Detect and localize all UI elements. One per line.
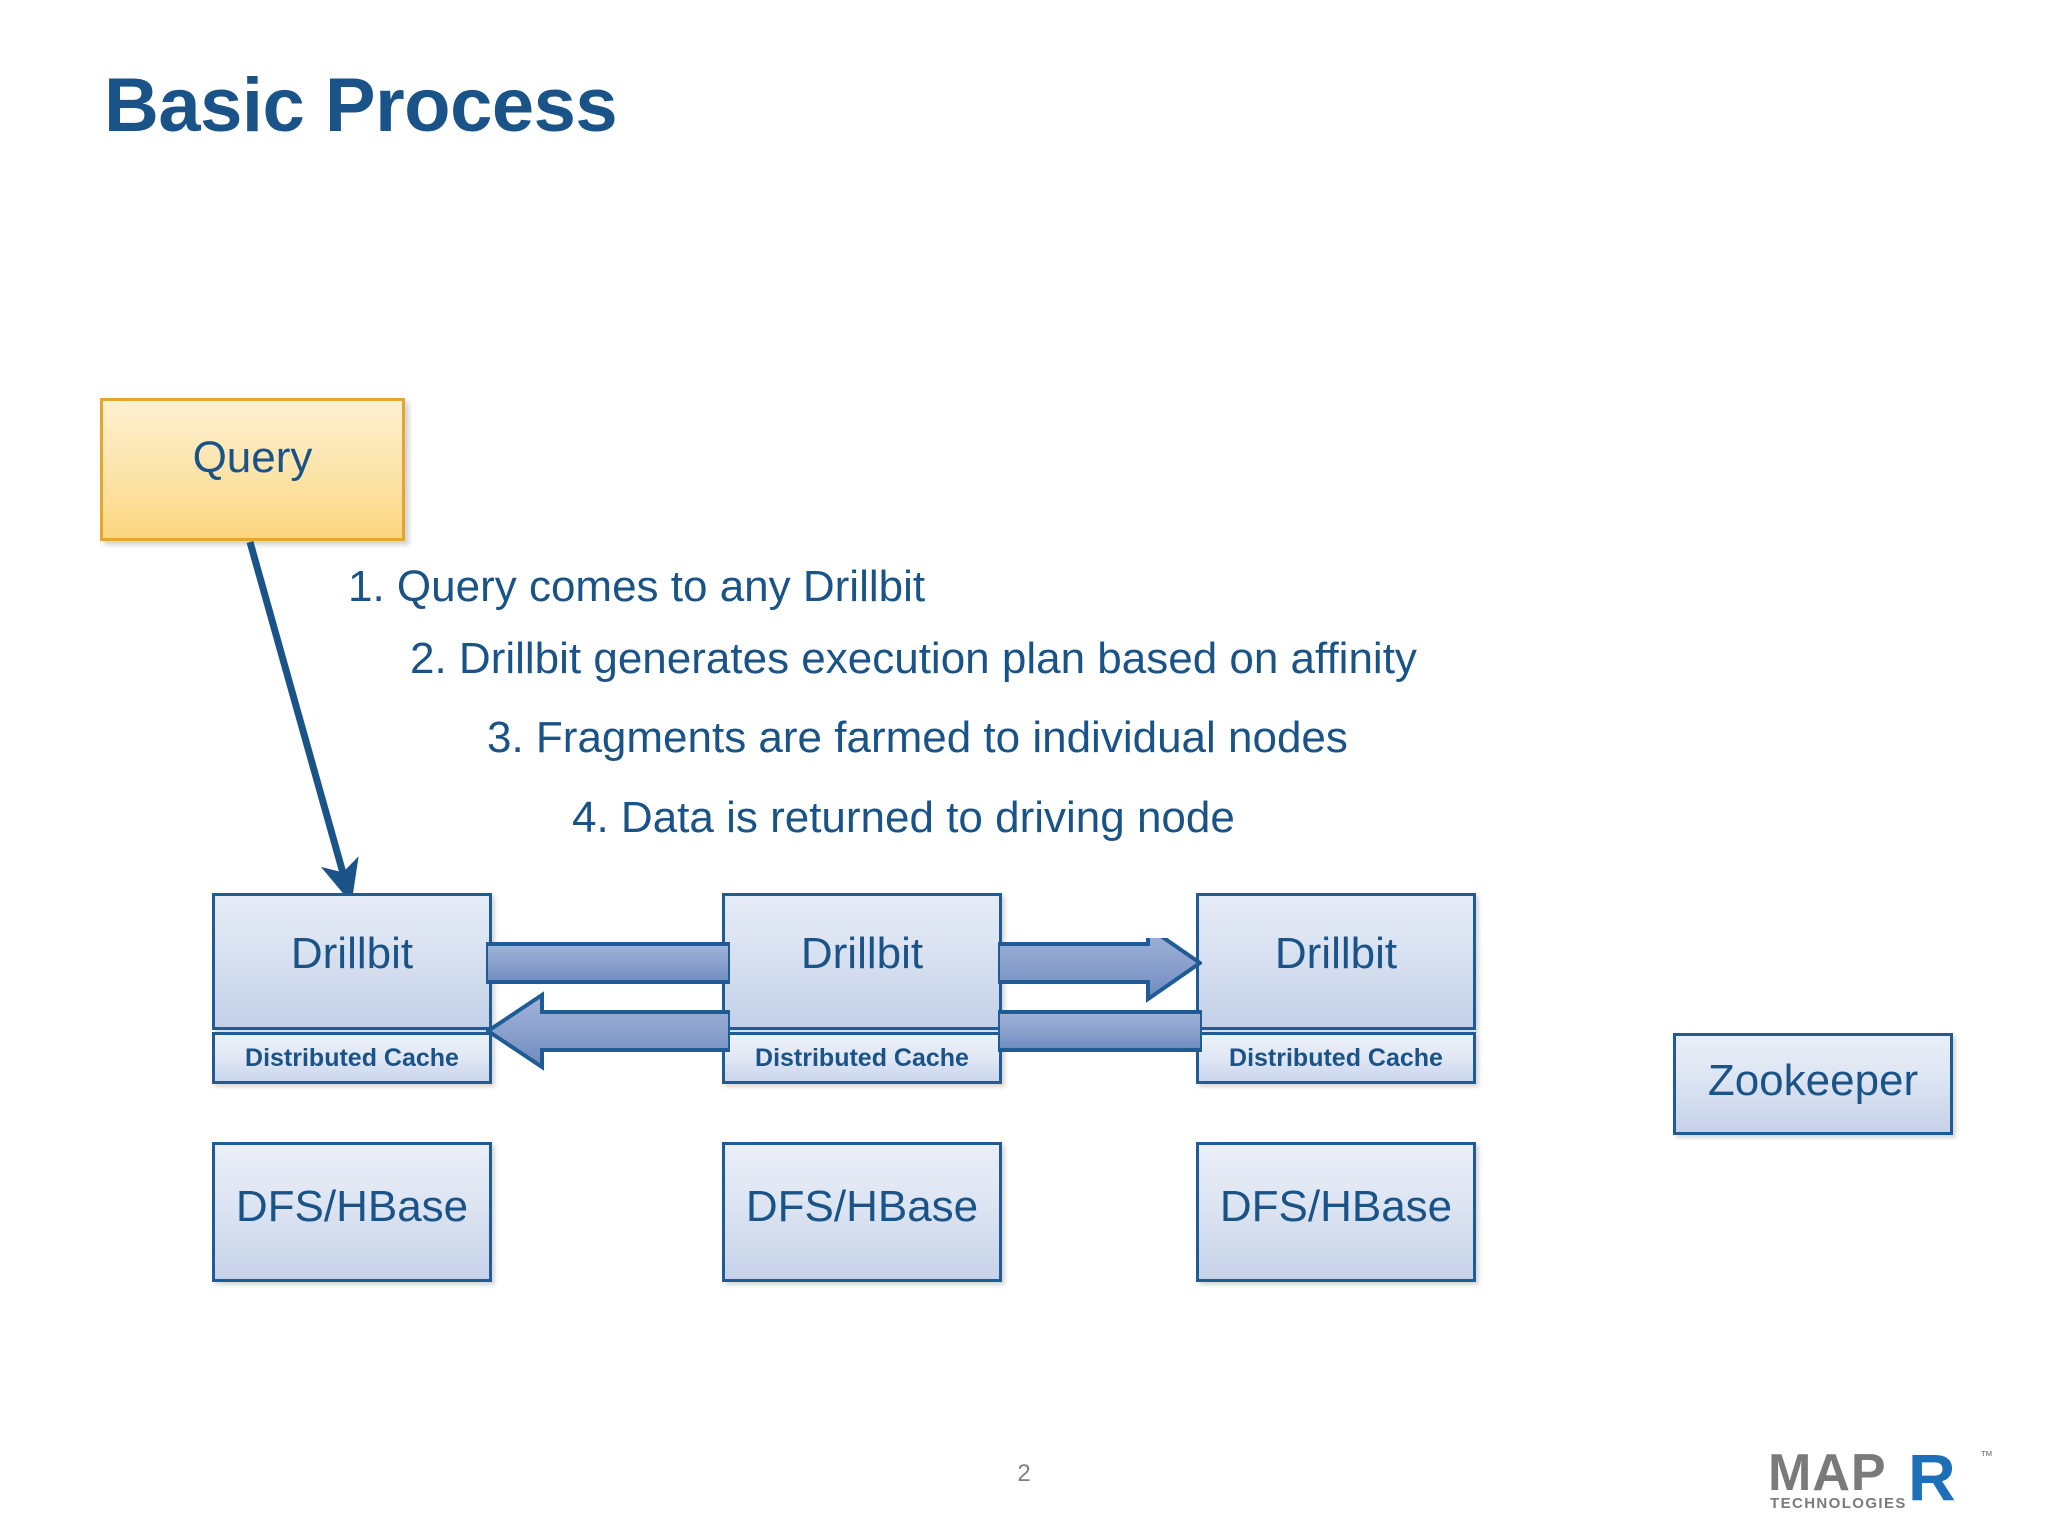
zookeeper-box: Zookeeper <box>1673 1033 1953 1135</box>
dfs-hbase-label: DFS/HBase <box>745 1182 979 1231</box>
drillbit-label: Drillbit <box>290 929 414 978</box>
distributed-cache-label: Distributed Cache <box>245 1044 459 1072</box>
mapr-logo-r-text: R <box>1908 1442 1956 1514</box>
dfs-hbase-box-2: DFS/HBase <box>722 1142 1002 1282</box>
zookeeper-label: Zookeeper <box>1707 1056 1919 1105</box>
distributed-cache-box-2: Distributed Cache <box>722 1032 1002 1084</box>
drillbit-label: Drillbit <box>800 929 924 978</box>
page-number: 2 <box>1017 1460 1031 1487</box>
drillbit-box-3: Drillbit <box>1196 893 1476 1030</box>
drillbit-link-arrows-right <box>998 938 1202 1052</box>
distributed-cache-label: Distributed Cache <box>1229 1044 1443 1072</box>
drillbit-box-1: Drillbit <box>212 893 492 1030</box>
node-column-2: Drillbit Distributed Cache DFS/HBase <box>722 893 1002 1282</box>
dfs-hbase-label: DFS/HBase <box>235 1182 469 1231</box>
mapr-logo-technologies-text: TECHNOLOGIES <box>1770 1495 1907 1512</box>
node-column-1: Drillbit Distributed Cache DFS/HBase <box>212 893 492 1282</box>
query-box: Query <box>100 398 405 541</box>
dfs-hbase-label: DFS/HBase <box>1219 1182 1453 1231</box>
page-title: Basic Process <box>104 63 618 148</box>
query-label: Query <box>192 433 313 482</box>
mapr-logo: MAP R TECHNOLOGIES ™ <box>1768 1442 1993 1514</box>
process-step-2: 2. Drillbit generates execution plan bas… <box>410 634 1417 683</box>
process-step-1: 1. Query comes to any Drillbit <box>348 562 926 611</box>
drillbit-box-2: Drillbit <box>722 893 1002 1030</box>
mapr-logo-trademark: ™ <box>1980 1448 1993 1463</box>
dfs-hbase-box-1: DFS/HBase <box>212 1142 492 1282</box>
mapr-logo-map-text: MAP <box>1768 1444 1887 1502</box>
distributed-cache-box-3: Distributed Cache <box>1196 1032 1476 1084</box>
distributed-cache-box-1: Distributed Cache <box>212 1032 492 1084</box>
process-step-4: 4. Data is returned to driving node <box>572 793 1235 842</box>
node-column-3: Drillbit Distributed Cache DFS/HBase <box>1196 893 1476 1282</box>
drillbit-label: Drillbit <box>1274 929 1398 978</box>
process-step-3: 3. Fragments are farmed to individual no… <box>487 713 1348 762</box>
distributed-cache-label: Distributed Cache <box>755 1044 969 1072</box>
drillbit-link-arrows-left <box>486 942 730 1071</box>
dfs-hbase-box-3: DFS/HBase <box>1196 1142 1476 1282</box>
